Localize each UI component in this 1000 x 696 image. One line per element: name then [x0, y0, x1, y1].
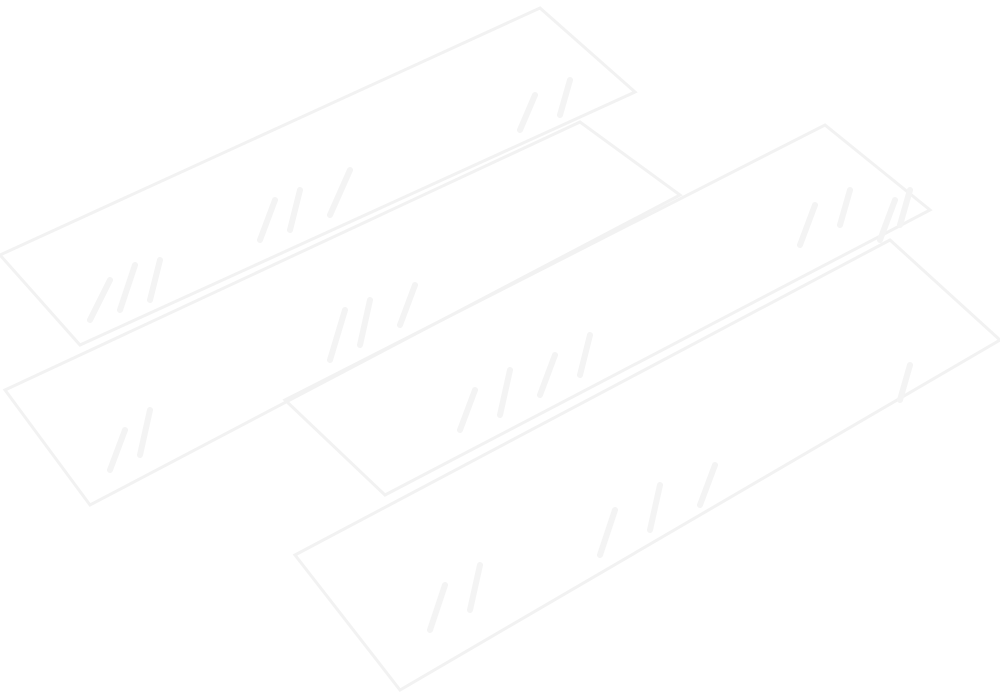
watermark-frame [282, 123, 933, 497]
watermark-frame [2, 120, 683, 507]
watermark-lettering [87, 77, 573, 323]
watermark-lettering [107, 187, 853, 473]
watermark-frame [292, 238, 1000, 692]
watermark-frame [0, 6, 638, 347]
watermark-lettering [457, 187, 913, 433]
watermark-lettering [427, 362, 913, 633]
